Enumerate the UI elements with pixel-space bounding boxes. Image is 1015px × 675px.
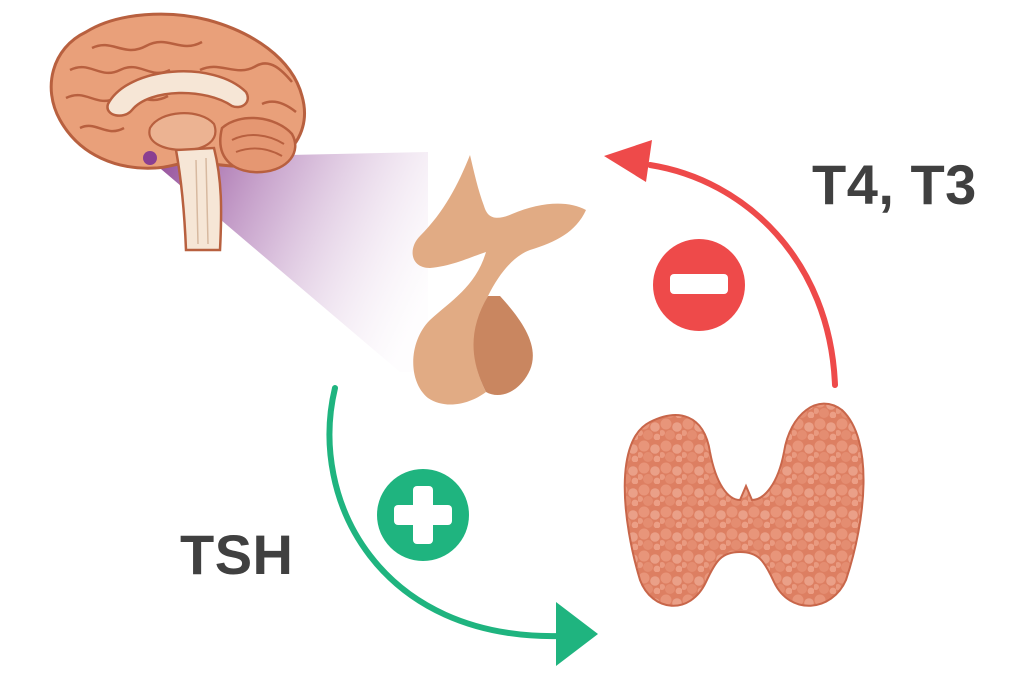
plus-icon [377, 469, 469, 561]
thyroid-gland-icon [623, 402, 865, 607]
pituitary-gland-icon [412, 155, 586, 405]
label-tsh: TSH [180, 523, 294, 586]
minus-icon [653, 239, 745, 331]
label-t4-t3: T4, T3 [812, 153, 977, 216]
brain-icon [49, 12, 306, 252]
inhibition-arrow [647, 162, 838, 388]
stimulation-arrowhead [556, 602, 598, 666]
stimulation-arrow [326, 385, 563, 640]
inhibition-arrowhead [604, 140, 652, 182]
